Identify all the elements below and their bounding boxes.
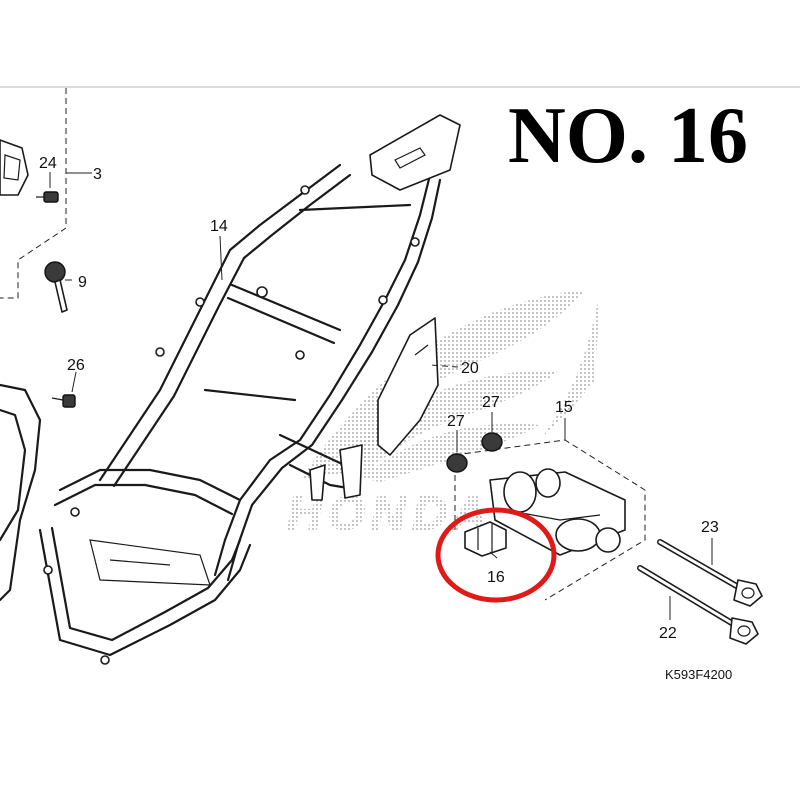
part-27-bushing-left: [446, 430, 468, 473]
part-27-bushing-right: [481, 412, 503, 452]
leader-bracket-3: [0, 88, 92, 299]
part-26-bolt: [51, 394, 76, 408]
main-frame: [0, 114, 461, 665]
highlight-circle: [435, 507, 557, 603]
callout-23: 23: [701, 519, 719, 536]
drawing-code: K593F4200: [665, 667, 732, 682]
callout-26: 26: [67, 357, 85, 374]
callout-9: 9: [78, 274, 87, 291]
part-9-key: [44, 261, 68, 313]
callout-20: 20: [461, 360, 479, 377]
part-3-switch-housing: [0, 139, 29, 196]
callout-16: 16: [487, 569, 505, 586]
part-20-plate: [377, 317, 439, 456]
part-15-footrest-assembly: [454, 418, 646, 601]
part-24-bolt: [36, 191, 59, 203]
callout-22: 22: [659, 625, 677, 642]
part-16-rubber-block: [464, 521, 507, 557]
callout-27-left: 27: [447, 413, 465, 430]
callout-27-right: 27: [482, 394, 500, 411]
part-23-bolt: [657, 538, 763, 607]
leader-lines: [49, 172, 498, 559]
part-22-bolt: [637, 565, 759, 645]
callout-14: 14: [210, 218, 228, 235]
callout-15: 15: [555, 399, 573, 416]
callout-24: 24: [39, 155, 57, 172]
callout-3: 3: [93, 166, 102, 183]
diagram-title: NO. 16: [508, 92, 748, 180]
